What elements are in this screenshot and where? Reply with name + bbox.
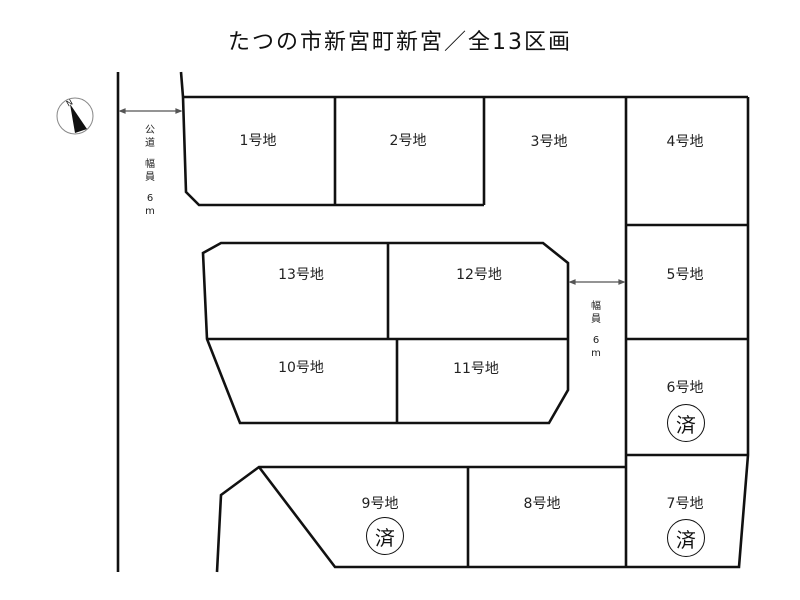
north-arrow-icon: N [56,97,94,135]
lot-13-label[interactable]: 13号地 [278,267,324,283]
road-char: 公 [145,125,155,136]
lot-9-label[interactable]: 9号地 [361,496,399,512]
central-block [201,241,570,425]
west-road-label: 公 道 幅 員 6 m [143,124,157,218]
lot-1-label[interactable]: 1号地 [239,133,277,149]
road-char: m [145,206,155,217]
lot-5-label[interactable]: 5号地 [666,267,704,283]
road-char: 員 [591,314,601,325]
internal-road-label: 幅 員 6 m [589,300,603,360]
lot-10-label[interactable]: 10号地 [278,360,324,376]
lot-8-label[interactable]: 8号地 [523,496,561,512]
road-char: 道 [145,138,155,149]
road-char: 幅 [591,301,601,312]
road-char: 6 [146,193,154,204]
lot-1-west-boundary [179,71,484,207]
road-char: 6 [592,335,600,346]
lot-11-label[interactable]: 11号地 [453,361,499,377]
lot-7-label[interactable]: 7号地 [666,496,704,512]
road-char: m [591,348,601,359]
lot-9-sold-badge: 済 [366,517,404,555]
lot-4-label[interactable]: 4号地 [666,134,704,150]
road-char: 幅 [145,159,155,170]
lot-6-label[interactable]: 6号地 [666,380,704,396]
lot-2-label[interactable]: 2号地 [389,133,427,149]
lot-7-sold-badge: 済 [667,519,705,557]
lot-3-label[interactable]: 3号地 [530,134,568,150]
lot-6-sold-badge: 済 [667,404,705,442]
lot-12-label[interactable]: 12号地 [456,267,502,283]
road-char: 員 [145,172,155,183]
page-title: たつの市新宮町新宮／全13区画 [228,30,572,55]
svg-text:N: N [65,98,75,109]
